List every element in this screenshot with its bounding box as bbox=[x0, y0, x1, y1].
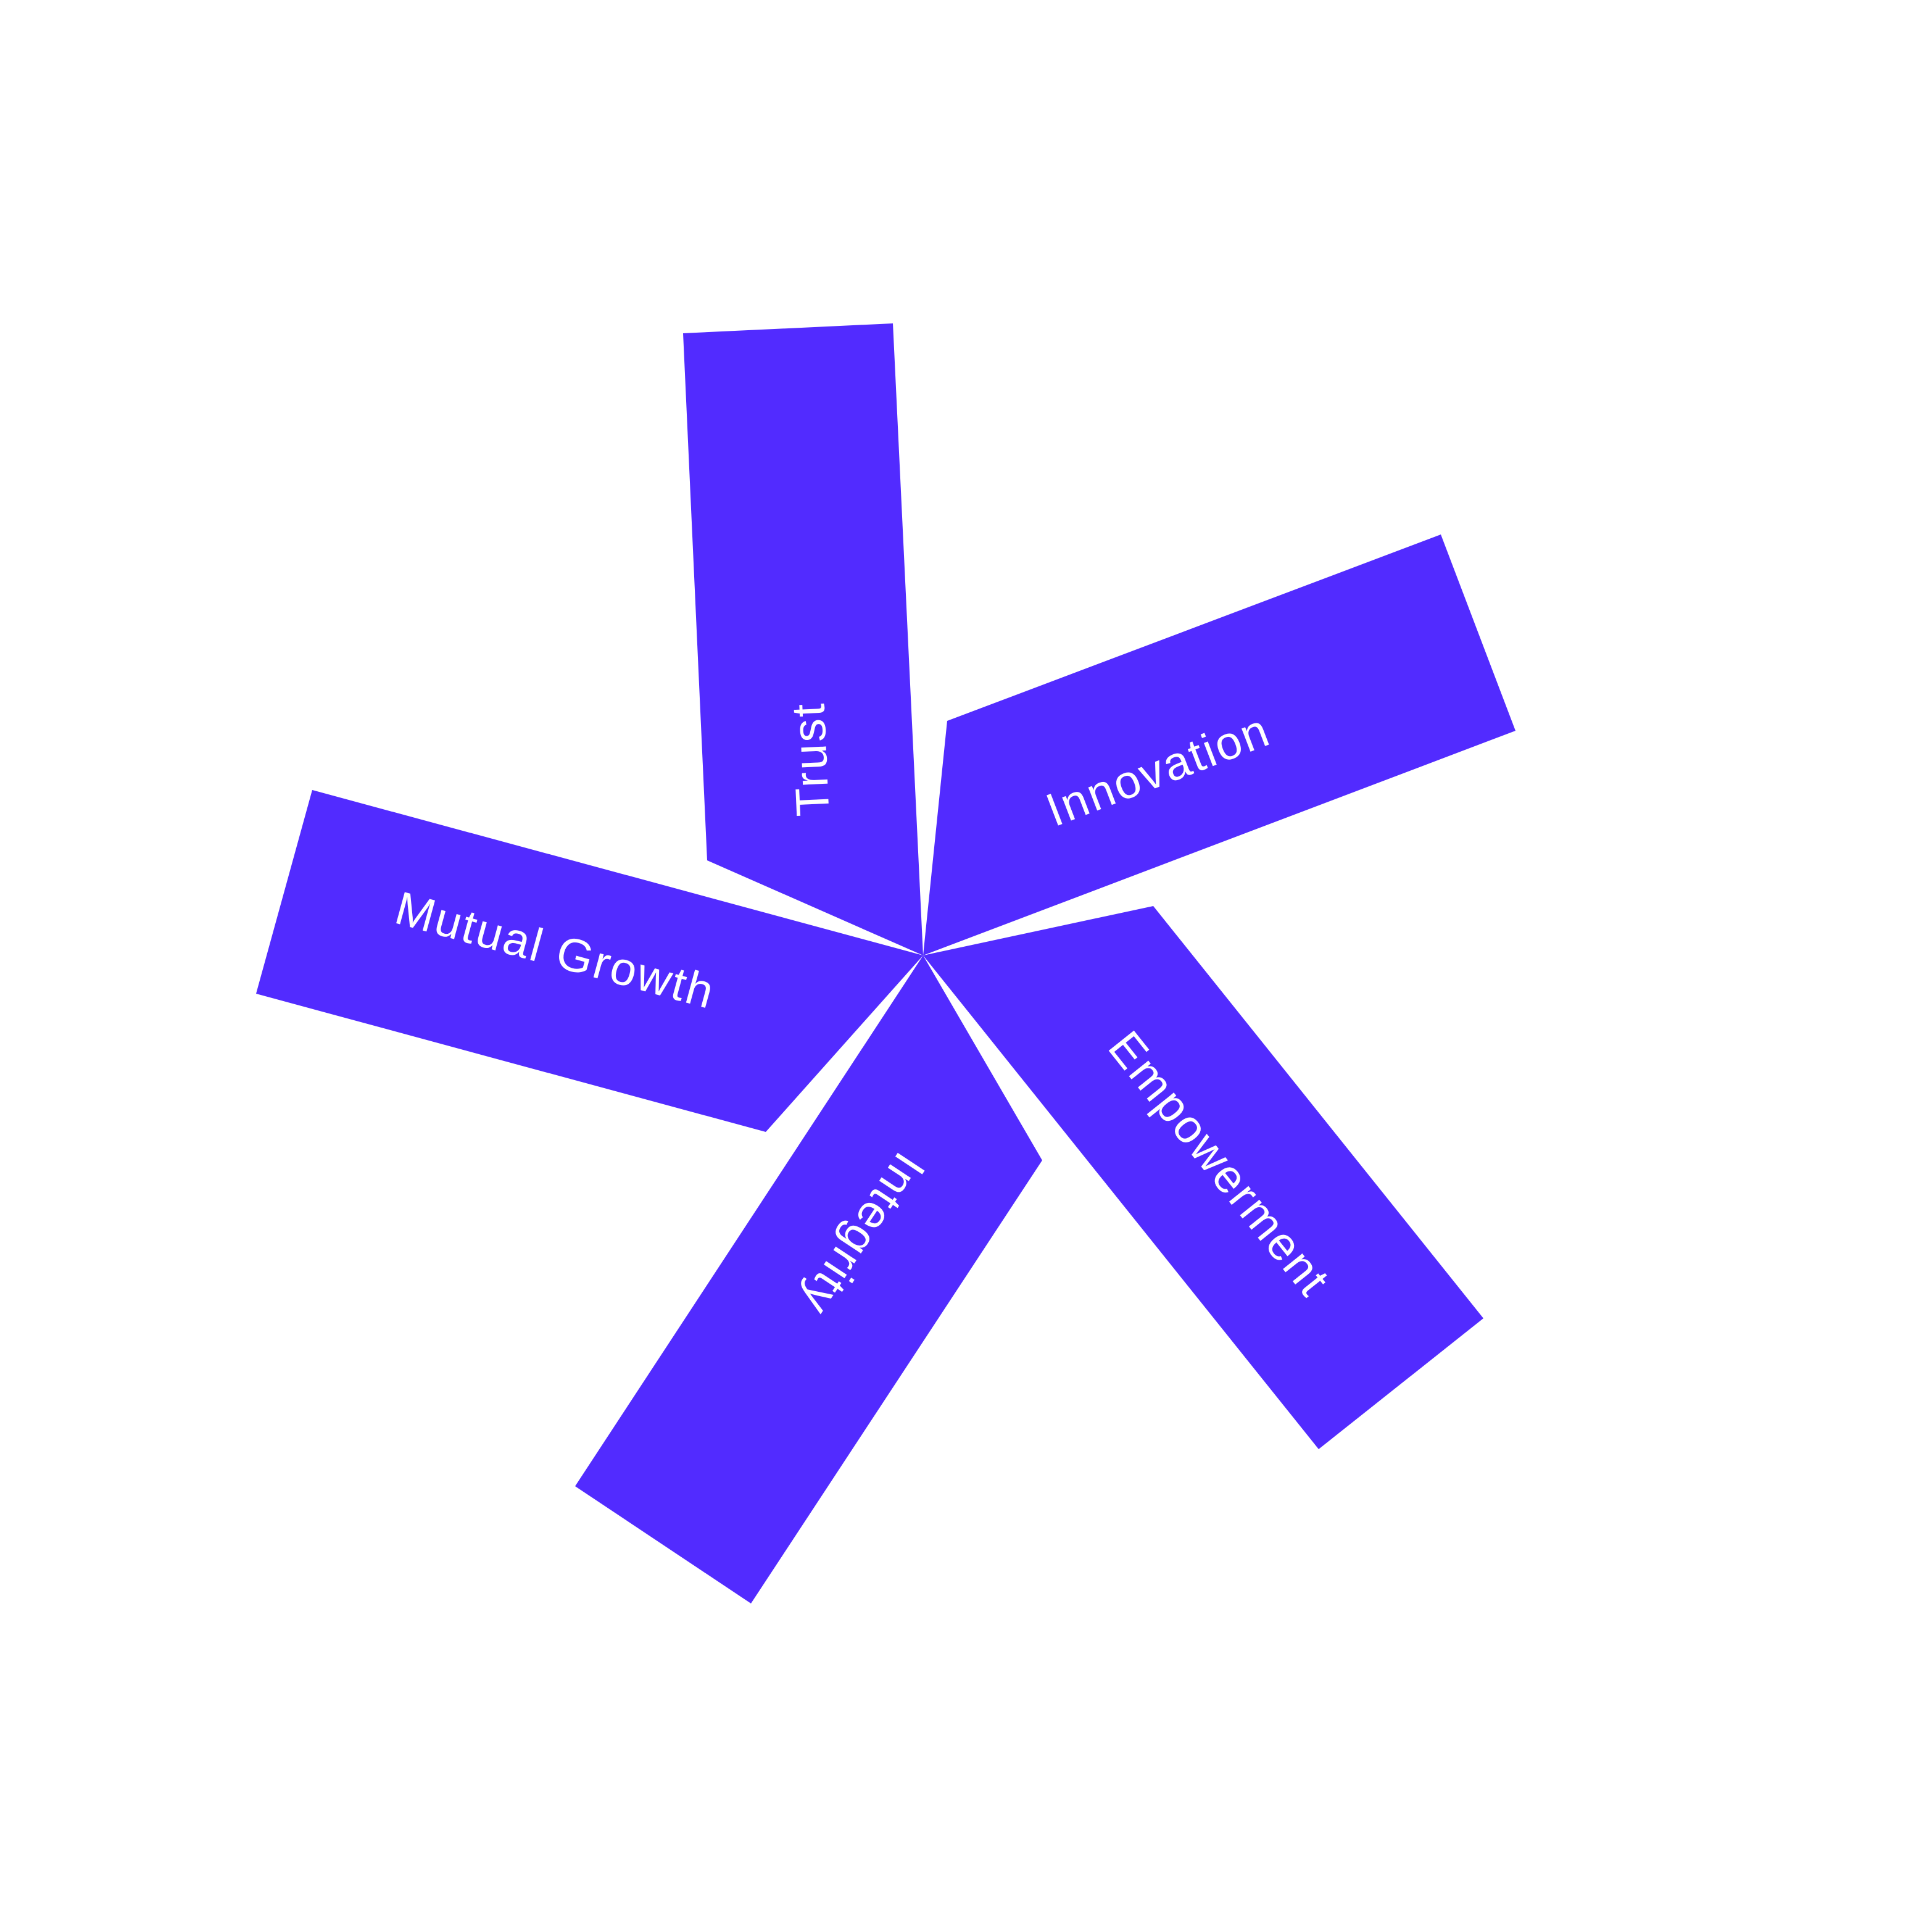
petal-mutual-growth: Mutual Growth bbox=[256, 790, 923, 1132]
petal-trust-shape bbox=[683, 323, 923, 955]
petal-empowerment-shape bbox=[923, 906, 1483, 1449]
petal-innovation-shape bbox=[923, 534, 1515, 955]
petal-integrity: Integrity bbox=[575, 955, 1042, 1603]
petal-trust-label: Trust bbox=[782, 701, 839, 818]
petal-integrity-shape bbox=[575, 955, 1042, 1603]
petal-trust: Trust bbox=[683, 323, 923, 955]
petal-innovation: Innovation bbox=[923, 534, 1515, 955]
petal-mutual-growth-shape bbox=[256, 790, 923, 1132]
